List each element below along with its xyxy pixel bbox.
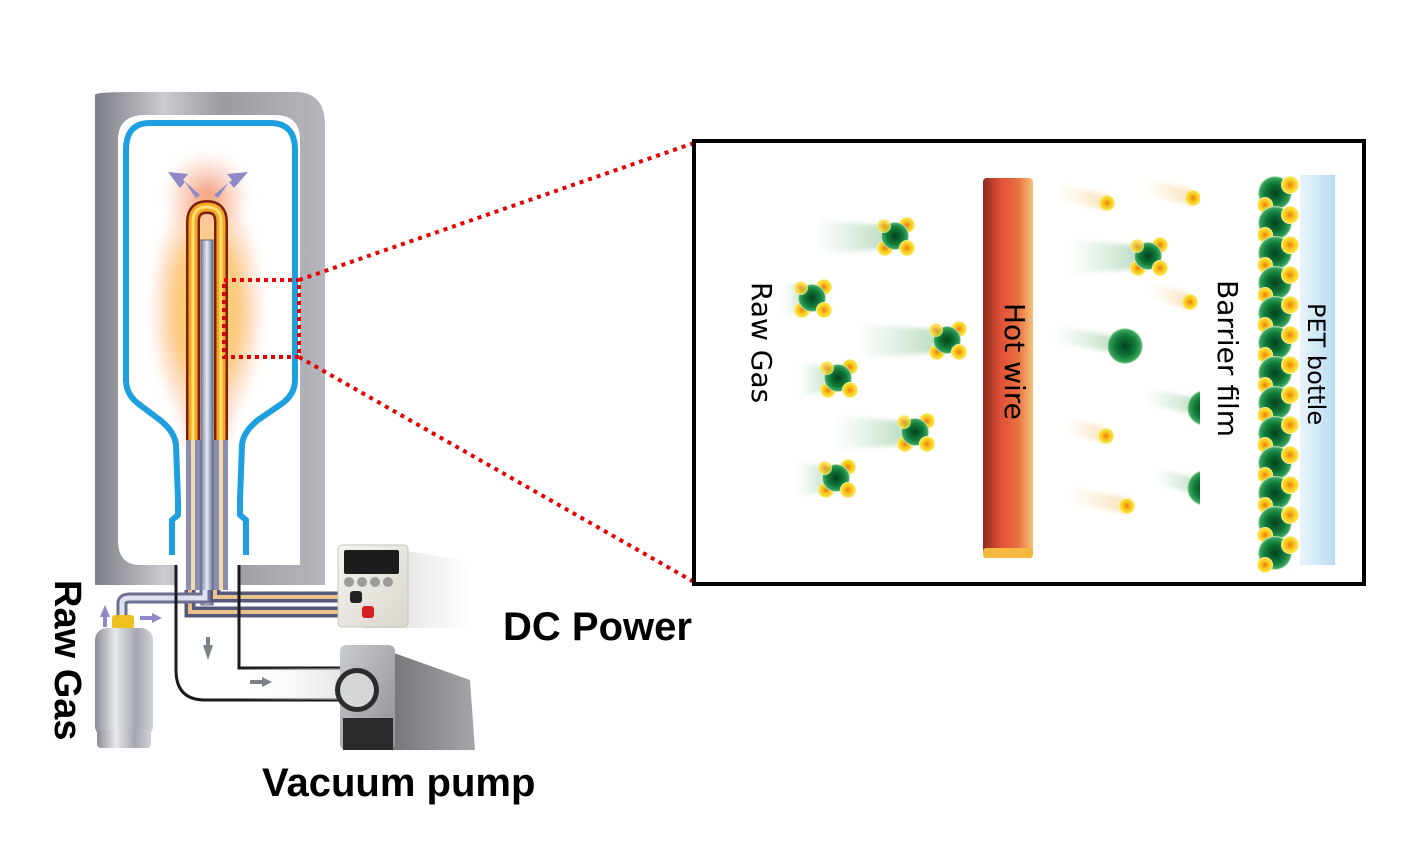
gas-cylinder [95,615,153,748]
molecule-icon [796,459,856,498]
inset-raw-gas-label: Raw Gas [745,282,778,403]
hydrogen-radical-icon [1057,183,1115,211]
vacuum-pump-label: Vacuum pump [262,761,535,805]
film-atom-icon [1281,476,1299,494]
film-atom-icon [1257,557,1273,573]
vacuum-pump-unit [335,645,475,750]
film-atom-icon [1281,266,1299,284]
raw-gas-arrows [100,605,162,627]
film-atom-icon [1281,236,1299,254]
raw-gas-molecules [782,217,967,498]
film-atom-icon [1281,386,1299,404]
vacuum-flow-arrows [203,637,272,687]
zoom-line-top [298,141,695,282]
film-atom-icon [1281,356,1299,374]
hot-wire-filament [983,178,1033,558]
film-atom-icon [1281,446,1299,464]
hydrogen-radical-icon [1067,486,1135,514]
film-atom-icon [1281,296,1299,314]
barrier-film-label: Barrier film [1211,280,1244,437]
raw-gas-label: Raw Gas [46,580,88,741]
film-atom-icon [1281,536,1299,554]
magnified-inset [692,139,1366,586]
film-atom-icon [1281,326,1299,344]
barrier-film-layer [1257,176,1299,573]
power-leads [184,590,360,618]
molecule-icon [798,359,858,398]
dc-power-supply [337,544,470,628]
gas-flow-arrows-top [168,172,248,198]
pet-bottle-outline [123,120,298,555]
hydrogen-radical-icon [1150,282,1198,310]
film-atom-icon [1281,206,1299,224]
gas-inlet-rod [200,239,214,606]
gas-supply-line [116,590,211,618]
pet-bottle-label: PET bottle [1302,303,1330,425]
vacuum-chamber [95,92,325,585]
molecule-icon [1068,237,1168,276]
dc-power-label: DC Power [503,605,692,649]
radical-molecules [1055,178,1223,514]
hot-wire-label: Hot wire [998,303,1031,420]
molecule-icon [815,217,915,256]
carbon-radical-icon [1055,326,1143,364]
pet-bottle-wall [1300,175,1335,565]
hydrogen-radical-icon [1066,416,1114,444]
molecule-icon [857,321,967,360]
hydrogen-radical-icon [1143,178,1201,206]
film-atom-icon [1281,506,1299,524]
film-atom-icon [1281,176,1299,194]
molecule-icon [835,413,935,452]
molecule-icon [782,279,832,318]
zoom-line-bottom [298,355,695,584]
zoom-region-marker [222,278,301,359]
film-atom-icon [1281,416,1299,434]
